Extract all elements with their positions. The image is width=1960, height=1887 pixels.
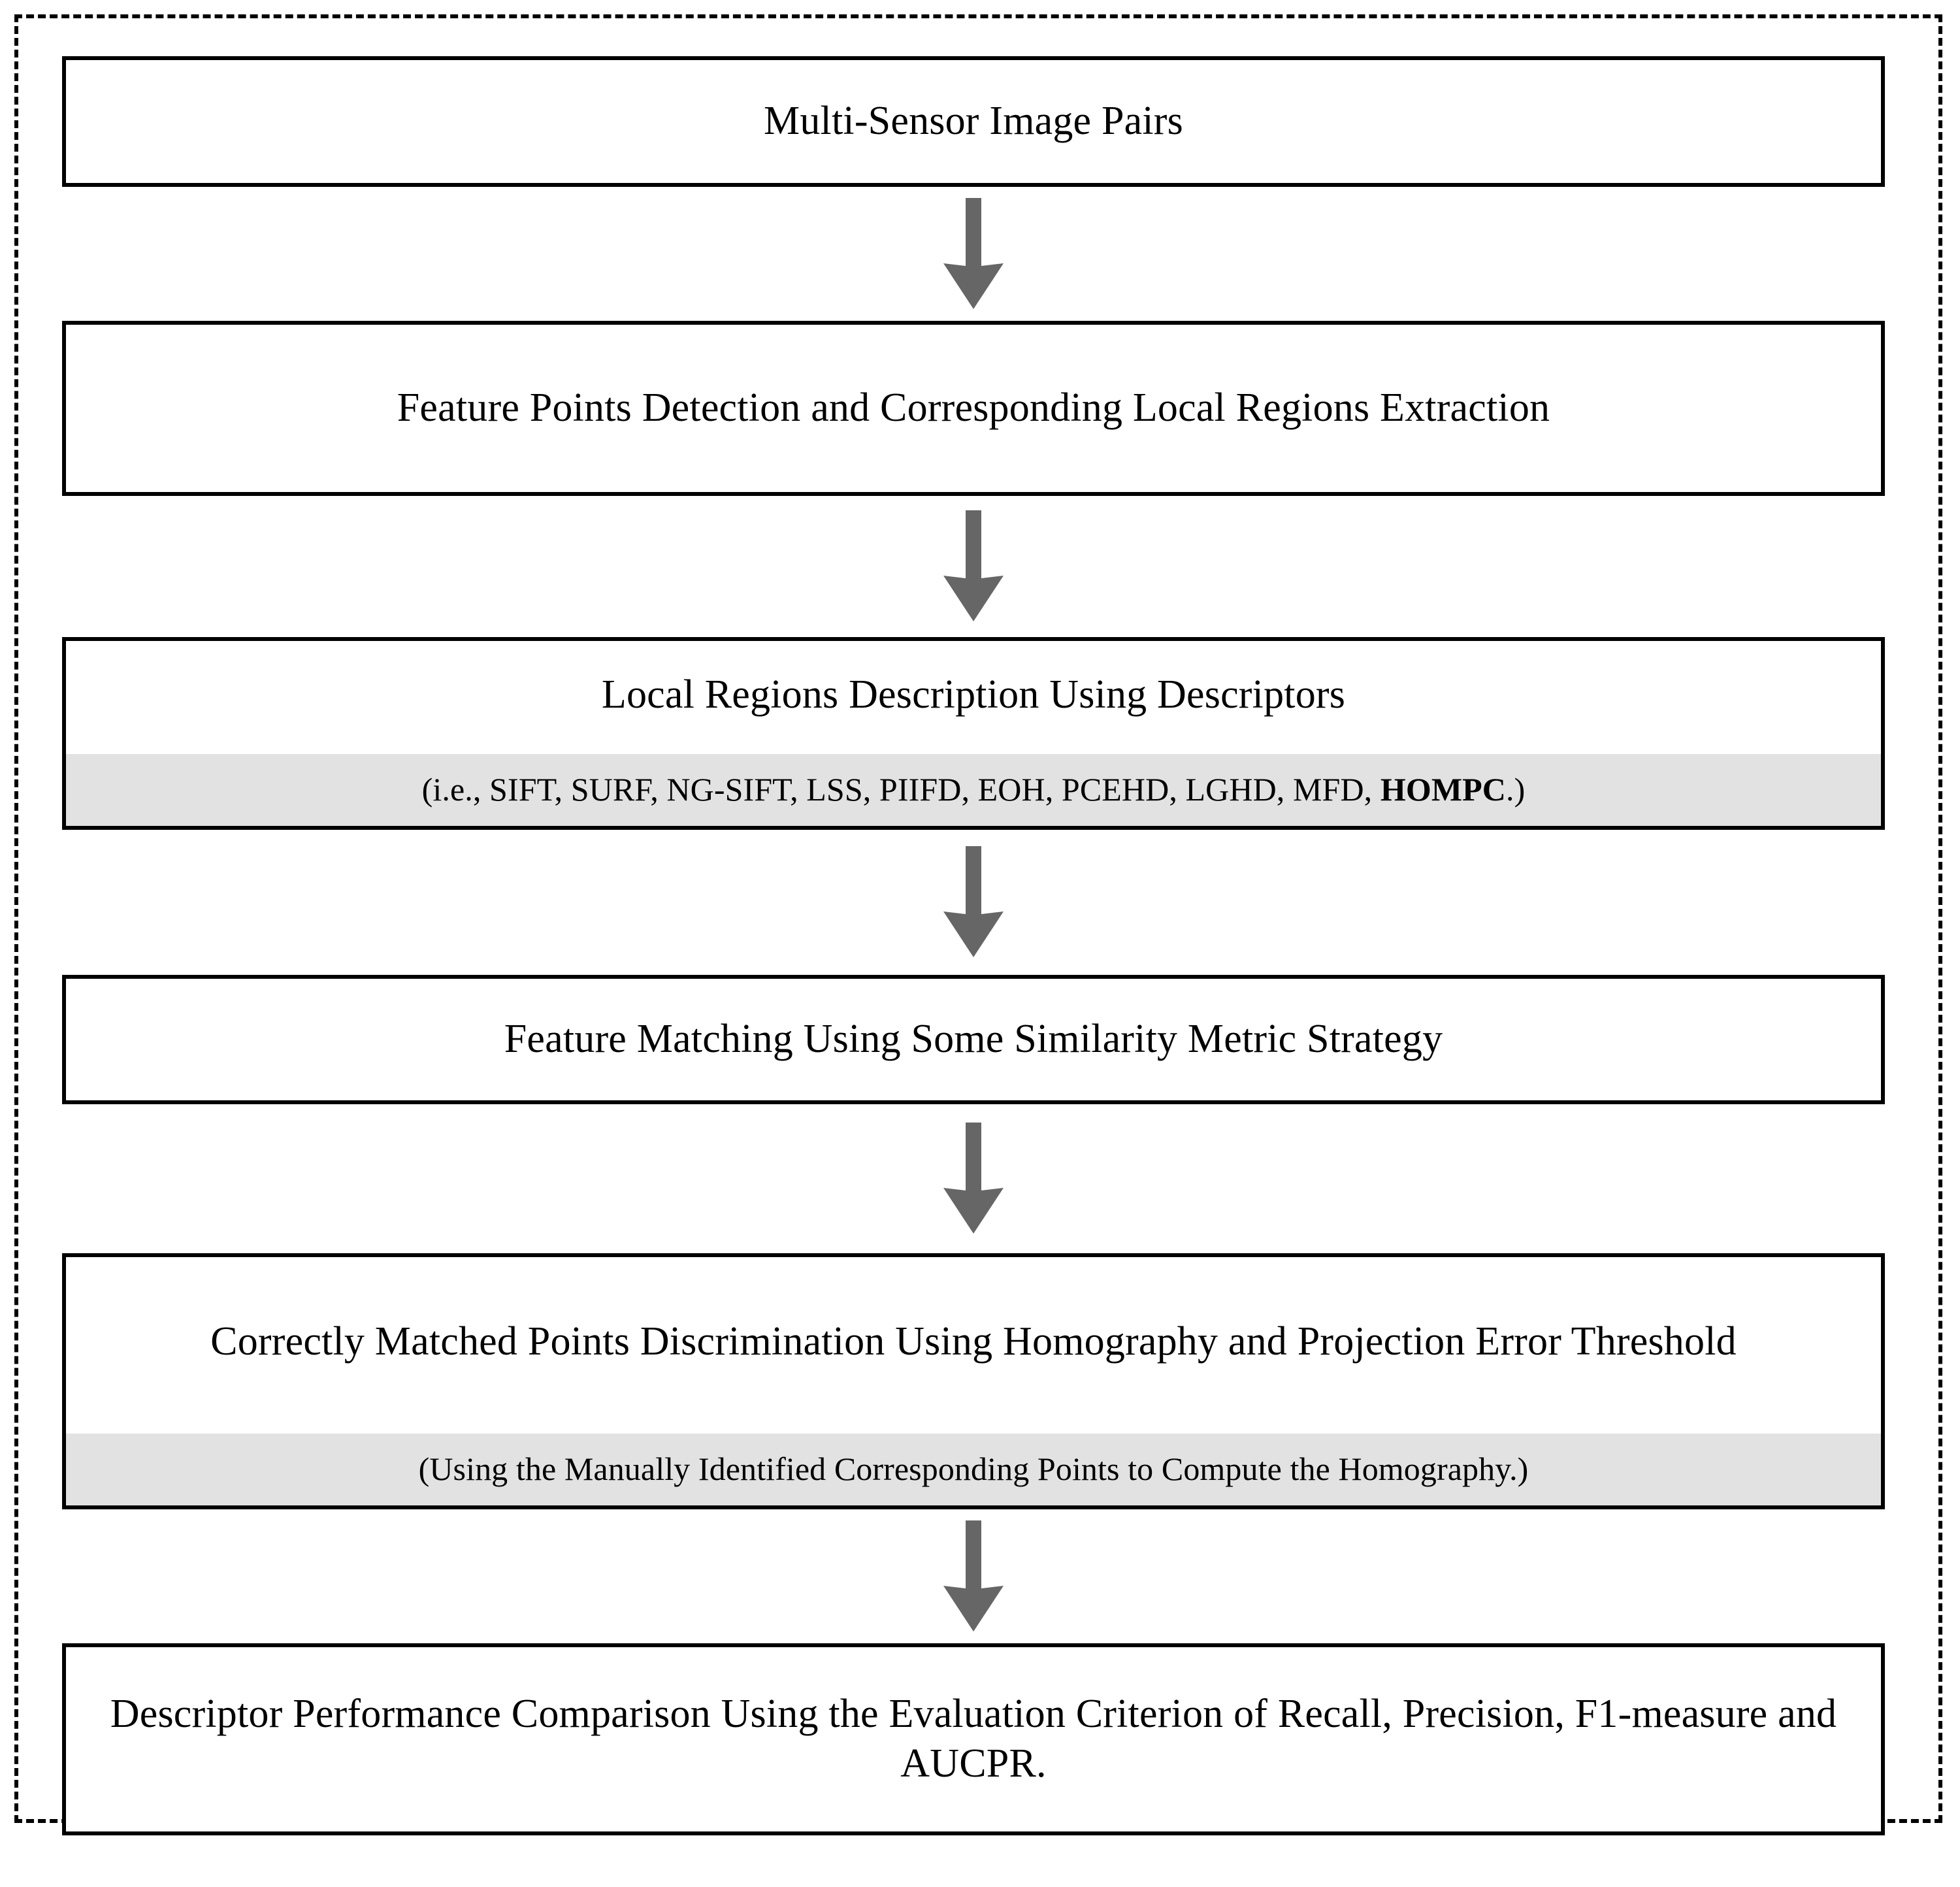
flow-node-title: Local Regions Description Using Descript…	[601, 672, 1346, 717]
flow-node-title: Feature Points Detection and Correspondi…	[397, 386, 1550, 431]
descriptor-list-suffix: .)	[1506, 771, 1526, 808]
connector-arrow-3	[62, 830, 1885, 975]
connector-arrow-5	[62, 1509, 1885, 1643]
flow-node-descriptor-list: (i.e., SIFT, SURF, NG-SIFT, LSS, PIIFD, …	[66, 754, 1881, 826]
down-block-arrow-icon	[943, 1123, 1004, 1234]
connector-arrow-1	[62, 187, 1885, 321]
flow-node-multi-sensor-image-pairs: Multi-Sensor Image Pairs	[62, 56, 1885, 187]
flow-node-descriptor-performance-comparison: Descriptor Performance Comparison Using …	[62, 1643, 1885, 1835]
flow-node-feature-points-detection: Feature Points Detection and Correspondi…	[62, 321, 1885, 496]
down-block-arrow-icon	[943, 846, 1004, 957]
flow-node-homography-note: (Using the Manually Identified Correspon…	[66, 1434, 1881, 1505]
flow-node-title: Multi-Sensor Image Pairs	[764, 99, 1183, 144]
flow-node-title: Feature Matching Using Some Similarity M…	[504, 1017, 1443, 1062]
descriptor-list-highlight: HOMPC	[1380, 771, 1507, 808]
flow-node-title: Descriptor Performance Comparison Using …	[110, 1692, 1837, 1786]
down-block-arrow-icon	[943, 1520, 1004, 1632]
flow-node-local-regions-description: Local Regions Description Using Descript…	[62, 637, 1885, 830]
flow-node-feature-matching: Feature Matching Using Some Similarity M…	[62, 975, 1885, 1104]
flow-node-correctly-matched-points: Correctly Matched Points Discrimination …	[62, 1253, 1885, 1509]
connector-arrow-4	[62, 1104, 1885, 1253]
down-block-arrow-icon	[943, 197, 1004, 309]
down-block-arrow-icon	[943, 510, 1004, 621]
descriptor-list-prefix: (i.e., SIFT, SURF, NG-SIFT, LSS, PIIFD, …	[421, 771, 1380, 808]
flow-node-title: Correctly Matched Points Discrimination …	[210, 1319, 1737, 1364]
connector-arrow-2	[62, 496, 1885, 637]
flow-column: Multi-Sensor Image Pairs Feature Points …	[62, 56, 1885, 1835]
